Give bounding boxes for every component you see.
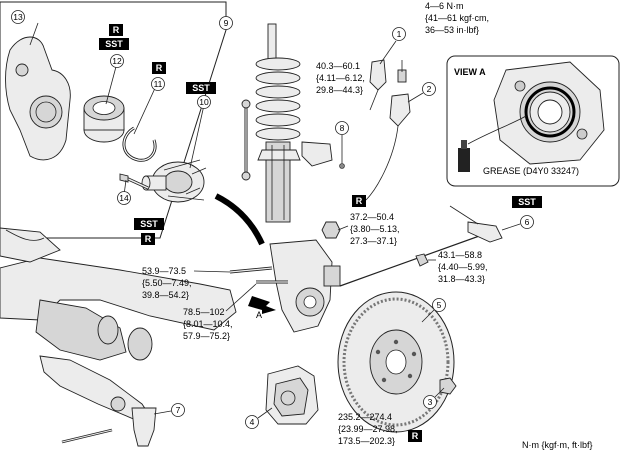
badge-r-12: R bbox=[109, 24, 123, 36]
callout-12: 12 bbox=[110, 54, 124, 68]
svg-text:6: 6 bbox=[525, 217, 530, 227]
torque-tie-rod-nut: 43.1—58.8 {4.40—5.99, 31.8—43.3} bbox=[428, 250, 488, 284]
svg-text:R: R bbox=[145, 234, 152, 244]
view-a-inset: VIEW A GREASE (D4Y0 33247) bbox=[446, 55, 620, 187]
callout-11: 11 bbox=[151, 77, 165, 91]
callout-14: 14 bbox=[117, 191, 131, 205]
svg-text:31.8—43.3}: 31.8—43.3} bbox=[438, 274, 485, 284]
svg-text:4: 4 bbox=[250, 417, 255, 427]
torque-sensor-bolt: 4—6 N·m {41—61 kgf·cm, 36—53 in·lbf} bbox=[425, 1, 489, 35]
svg-text:SST: SST bbox=[192, 83, 210, 93]
badge-r-disc: R bbox=[408, 430, 422, 442]
svg-text:SST: SST bbox=[140, 219, 158, 229]
callout-13: 13 bbox=[11, 10, 25, 24]
badge-r-14: R bbox=[141, 233, 155, 245]
svg-text:R: R bbox=[412, 431, 419, 441]
svg-text:10: 10 bbox=[199, 97, 209, 107]
torque-strut-bolt: 53.9—73.5 {5.50—7.49, 39.8—54.2} bbox=[142, 266, 231, 300]
tie-rod-part bbox=[339, 205, 503, 287]
view-a-arrow: A bbox=[248, 296, 276, 320]
svg-text:R: R bbox=[156, 63, 163, 73]
svg-text:{23.99—27.98,: {23.99—27.98, bbox=[338, 424, 398, 434]
svg-text:3: 3 bbox=[428, 397, 433, 407]
callout-4: 4 bbox=[245, 407, 273, 429]
svg-text:39.8—54.2}: 39.8—54.2} bbox=[142, 290, 189, 300]
torque-bracket-bolt: 40.3—60.1 {4.11—6.12, 29.8—44.3} bbox=[316, 61, 365, 95]
svg-text:1: 1 bbox=[397, 29, 402, 39]
badge-sst-14: SST bbox=[134, 218, 164, 230]
svg-text:R: R bbox=[356, 196, 363, 206]
strut-assembly bbox=[241, 23, 333, 223]
badge-r-nut: R bbox=[352, 195, 366, 207]
svg-text:{4.11—6.12,: {4.11—6.12, bbox=[316, 73, 365, 83]
svg-text:78.5—102: 78.5—102 bbox=[183, 307, 225, 317]
svg-text:4—6 N·m: 4—6 N·m bbox=[425, 1, 464, 11]
abs-sensor-parts bbox=[365, 59, 411, 201]
svg-text:13: 13 bbox=[13, 12, 23, 22]
svg-text:57.9—75.2}: 57.9—75.2} bbox=[183, 331, 230, 341]
callout-1: 1 bbox=[379, 27, 406, 65]
badge-sst-10: SST bbox=[186, 82, 216, 94]
svg-text:27.3—37.1}: 27.3—37.1} bbox=[350, 236, 397, 246]
callout-9: 9 bbox=[219, 16, 233, 30]
svg-text:40.3—60.1: 40.3—60.1 bbox=[316, 61, 360, 71]
brake-caliper-part bbox=[265, 365, 319, 425]
svg-text:235.2—274.4: 235.2—274.4 bbox=[338, 412, 392, 422]
svg-text:43.1—58.8: 43.1—58.8 bbox=[438, 250, 482, 260]
svg-text:37.2—50.4: 37.2—50.4 bbox=[350, 212, 394, 222]
svg-text:SST: SST bbox=[518, 197, 536, 207]
svg-text:36—53 in·lbf}: 36—53 in·lbf} bbox=[425, 25, 479, 35]
svg-text:29.8—44.3}: 29.8—44.3} bbox=[316, 85, 363, 95]
svg-text:{5.50—7.49,: {5.50—7.49, bbox=[142, 278, 192, 288]
svg-text:14: 14 bbox=[119, 193, 129, 203]
svg-text:2: 2 bbox=[427, 84, 432, 94]
view-a-title: VIEW A bbox=[454, 67, 486, 77]
callout-5: 5 bbox=[421, 298, 446, 323]
badge-sst-tie-rod: SST bbox=[512, 196, 542, 208]
wheel-hub-part bbox=[141, 159, 207, 203]
svg-text:{4.40—5.99,: {4.40—5.99, bbox=[438, 262, 488, 272]
wheel-bearing-part bbox=[83, 95, 125, 143]
svg-text:{41—61 kgf·cm,: {41—61 kgf·cm, bbox=[425, 13, 489, 23]
callout-3: 3 bbox=[423, 387, 445, 409]
svg-text:9: 9 bbox=[224, 18, 229, 28]
svg-text:173.5—202.3}: 173.5—202.3} bbox=[338, 436, 395, 446]
callout-7: 7 bbox=[153, 403, 185, 417]
svg-text:R: R bbox=[113, 25, 120, 35]
units-note: N·m {kgf·m, ft·lbf} bbox=[522, 440, 593, 450]
callout-6: 6 bbox=[501, 215, 534, 231]
grease-label: GREASE (D4Y0 33247) bbox=[483, 166, 579, 176]
inset-pointer-arrow bbox=[214, 193, 265, 246]
callout-8: 8 bbox=[335, 121, 349, 169]
snap-ring-part bbox=[122, 126, 157, 162]
torque-ball-joint-nut: 37.2—50.4 {3.80—5.13, 27.3—37.1} bbox=[337, 212, 400, 246]
torque-lower-bolt: 78.5—102 {8.01—10.4, 57.9—75.2} bbox=[183, 283, 257, 341]
svg-text:12: 12 bbox=[112, 56, 122, 66]
badge-sst-12: SST bbox=[99, 38, 129, 50]
svg-text:{3.80—5.13,: {3.80—5.13, bbox=[350, 224, 400, 234]
arrow-a-label: A bbox=[256, 310, 262, 320]
svg-text:8: 8 bbox=[340, 123, 345, 133]
svg-text:53.9—73.5: 53.9—73.5 bbox=[142, 266, 186, 276]
detail-inset bbox=[0, 1, 227, 239]
callout-10: 10 bbox=[197, 95, 211, 109]
knuckle-assembly bbox=[229, 221, 341, 333]
callout-2: 2 bbox=[407, 82, 436, 103]
torque-disc-bolt: 235.2—274.4 {23.99—27.98, 173.5—202.3} bbox=[338, 412, 398, 446]
svg-text:5: 5 bbox=[437, 300, 442, 310]
brake-disc-part bbox=[337, 291, 457, 433]
svg-text:11: 11 bbox=[154, 79, 163, 89]
svg-text:SST: SST bbox=[105, 39, 123, 49]
svg-text:{8.01—10.4,: {8.01—10.4, bbox=[183, 319, 233, 329]
subframe-part bbox=[0, 227, 237, 447]
svg-text:7: 7 bbox=[176, 405, 181, 415]
hub-bolt-part bbox=[119, 173, 149, 190]
badge-r-11: R bbox=[152, 62, 166, 74]
